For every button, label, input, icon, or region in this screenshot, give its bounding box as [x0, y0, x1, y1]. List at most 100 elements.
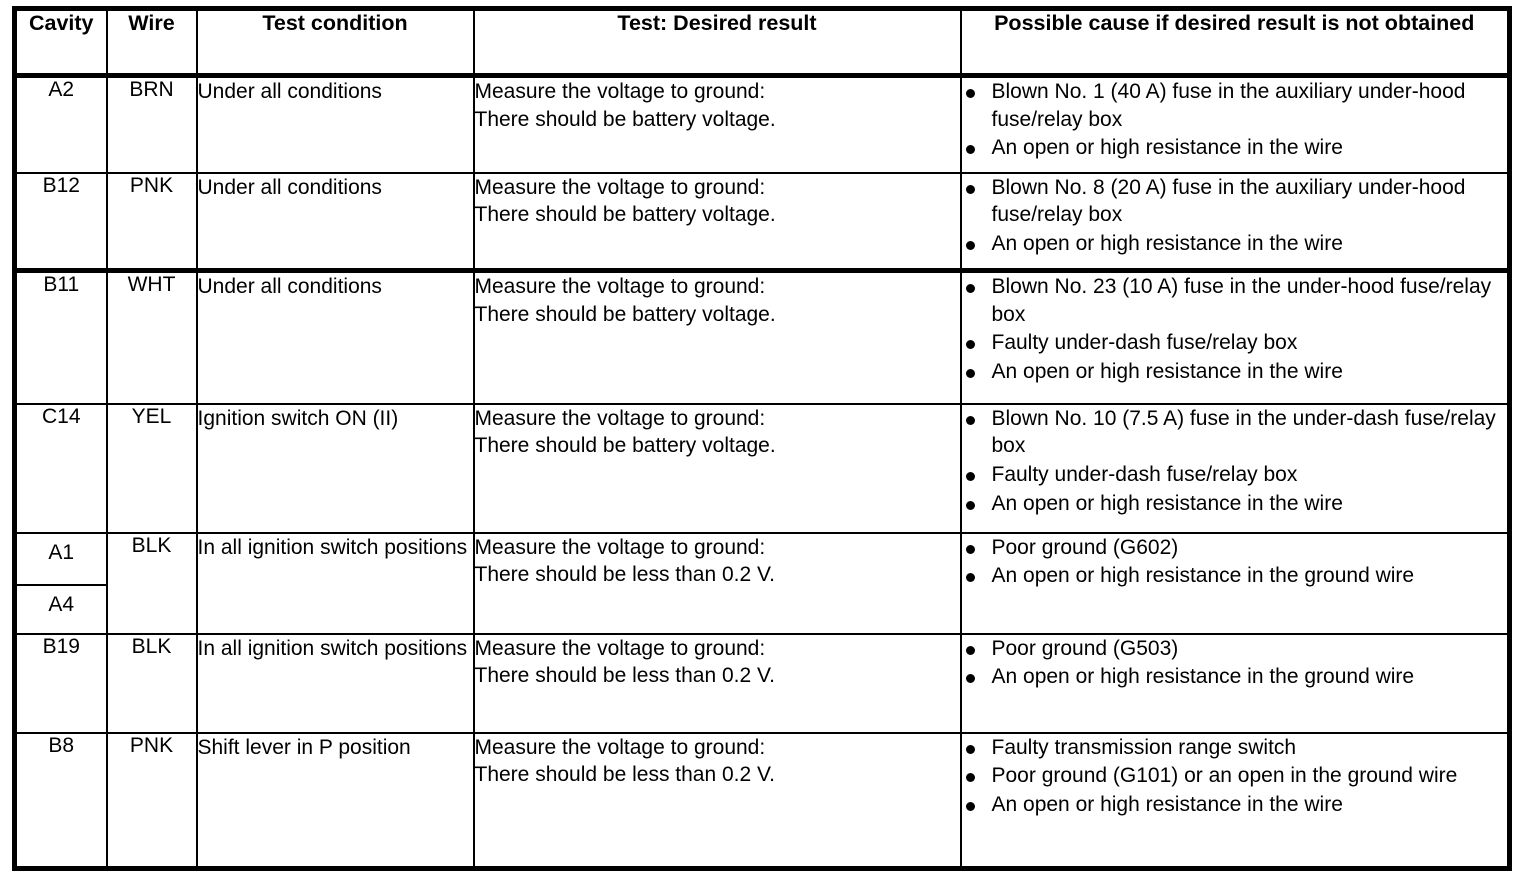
bullet-icon [965, 415, 975, 425]
cell-wire-color: WHT [105, 268, 198, 405]
cell-test-desired-result: Measure the voltage to ground:There shou… [472, 402, 962, 534]
test-instruction-line: Measure the voltage to ground: [474, 406, 766, 430]
cell-test-condition: Under all conditions [195, 268, 475, 405]
cell-test-desired-result: Measure the voltage to ground:There shou… [472, 531, 962, 635]
possible-cause-text: Blown No. 1 (40 A) fuse in the auxiliary… [991, 80, 1466, 131]
column-header-cavity: Cavity [13, 7, 108, 77]
test-instruction-line: Measure the voltage to ground: [474, 80, 766, 103]
cell-test-condition: Under all conditions [195, 171, 475, 272]
cell-test-condition: In all ignition switch positions [195, 531, 475, 635]
cell-test-desired-result: Measure the voltage to ground: There shou… [472, 731, 962, 870]
cell-possible-cause: Blown No. 23 (10 A) fuse in the under-ho… [959, 268, 1511, 405]
test-expected-line: There should be battery voltage. [474, 302, 776, 326]
possible-cause-text: An open or high resistance in the wire [991, 792, 1343, 816]
possible-cause-item: Blown No. 23 (10 A) fuse in the under-ho… [962, 273, 1508, 328]
possible-cause-item: Poor ground (G602) [962, 534, 1508, 562]
possible-cause-text: Faulty transmission range switch [991, 735, 1297, 759]
possible-cause-item: Blown No. 8 (20 A) fuse in the auxiliary… [962, 174, 1508, 229]
possible-cause-item: An open or high resistance in the wire [962, 791, 1508, 819]
possible-cause-list: Blown No. 23 (10 A) fuse in the under-ho… [962, 273, 1508, 386]
bullet-icon [965, 369, 975, 379]
bullet-icon [965, 471, 975, 481]
possible-cause-text: Blown No. 8 (20 A) fuse in the auxiliary… [991, 175, 1466, 227]
circuit-diagnostic-table: Cavity Wire Test condition Test: Desired… [12, 6, 1512, 871]
cell-wire-color: BRN [105, 73, 198, 174]
column-header-test-condition: Test condition [195, 7, 475, 77]
cell-test-desired-result: Measure the voltage to ground:There shou… [472, 632, 962, 734]
possible-cause-item: Poor ground (G101) or an open in the gro… [962, 762, 1508, 790]
bullet-icon [965, 145, 975, 155]
test-instruction-line: Measure the voltage to ground: [474, 535, 766, 559]
cell-cavity: B8 [13, 731, 108, 870]
test-instruction-line: Measure the voltage to ground: [474, 275, 766, 298]
cell-test-condition: In all ignition switch positions [195, 632, 475, 734]
possible-cause-text: Poor ground (G503) [991, 636, 1179, 660]
cell-test-desired-result: Measure the voltage to ground: There shou… [472, 268, 962, 405]
possible-cause-item: Poor ground (G503) [962, 635, 1508, 663]
cell-cavity: C14 [13, 402, 108, 534]
column-header-possible-cause: Possible cause if desired result is not … [959, 7, 1511, 77]
bullet-icon [965, 773, 975, 783]
possible-cause-text: An open or high resistance in the ground… [991, 564, 1415, 588]
bullet-icon [965, 340, 975, 350]
cell-test-condition: Shift lever in P position [195, 731, 475, 870]
possible-cause-text: An open or high resistance in the wire [991, 360, 1343, 384]
possible-cause-item: An open or high resistance in the wire [962, 230, 1508, 258]
possible-cause-item: Faulty under-dash fuse/relay box [962, 461, 1508, 489]
bullet-icon [965, 744, 975, 754]
cell-wire-color: PNK [105, 171, 198, 272]
possible-cause-text: An open or high resistance in the wire [991, 231, 1343, 255]
possible-cause-text: Poor ground (G602) [991, 535, 1179, 559]
possible-cause-text: An open or high resistance in the ground… [991, 665, 1415, 689]
cell-possible-cause: Blown No. 1 (40 A) fuse in the auxiliary… [959, 73, 1511, 174]
possible-cause-list: Blown No. 10 (7.5 A) fuse in the under-d… [962, 405, 1508, 518]
header-row: Cavity Wire Test condition Test: Desired… [13, 7, 1511, 77]
possible-cause-text: Faulty under-dash fuse/relay box [991, 462, 1298, 486]
cell-possible-cause: Poor ground (G503) An open or high resist… [959, 632, 1511, 734]
possible-cause-item: An open or high resistance in the wire [962, 358, 1508, 386]
test-instruction-line: Measure the voltage to ground: [474, 636, 766, 660]
cell-test-desired-result: Measure the voltage to ground: There shou… [472, 73, 962, 174]
possible-cause-item: An open or high resistance in the ground… [962, 663, 1508, 691]
possible-cause-text: Blown No. 10 (7.5 A) fuse in the under-d… [991, 406, 1496, 458]
possible-cause-item: An open or high resistance in the ground… [962, 562, 1508, 590]
bullet-icon [965, 500, 975, 510]
test-expected-line: There should be less than 0.2 V. [474, 763, 775, 787]
cell-possible-cause: Blown No. 8 (20 A) fuse in the auxiliary… [959, 171, 1511, 272]
column-header-test-desired-result: Test: Desired result [472, 7, 962, 77]
cell-test-condition: Under all conditions [195, 73, 475, 174]
possible-cause-item: Blown No. 10 (7.5 A) fuse in the under-d… [962, 405, 1508, 460]
bullet-icon [965, 801, 975, 811]
possible-cause-item: Faulty under-dash fuse/relay box [962, 329, 1508, 357]
bullet-icon [965, 240, 975, 250]
bullet-icon [965, 573, 975, 583]
possible-cause-item: An open or high resistance in the wire [962, 490, 1508, 518]
cell-wire-color: YEL [105, 402, 198, 534]
test-expected-line: There should be battery voltage. [474, 107, 776, 131]
cell-wire-color: BLK [105, 632, 198, 734]
possible-cause-text: Blown No. 23 (10 A) fuse in the under-ho… [991, 275, 1492, 326]
cell-wire-color: PNK [105, 731, 198, 870]
bullet-icon [965, 184, 975, 194]
test-instruction-line: Measure the voltage to ground: [474, 175, 766, 199]
table-header: Cavity Wire Test condition Test: Desired… [13, 7, 1511, 77]
column-header-wire: Wire [105, 7, 198, 77]
bullet-icon [965, 645, 975, 655]
cell-possible-cause: Poor ground (G602) An open or high resist… [959, 531, 1511, 635]
cell-test-desired-result: Measure the voltage to ground:There shou… [472, 171, 962, 272]
bullet-icon [965, 284, 975, 293]
possible-cause-text: An open or high resistance in the wire [991, 136, 1343, 160]
cell-cavity: B12 [13, 171, 108, 272]
test-instruction-line: Measure the voltage to ground: [474, 735, 766, 759]
bullet-icon [965, 89, 975, 98]
possible-cause-text: An open or high resistance in the wire [991, 491, 1343, 515]
